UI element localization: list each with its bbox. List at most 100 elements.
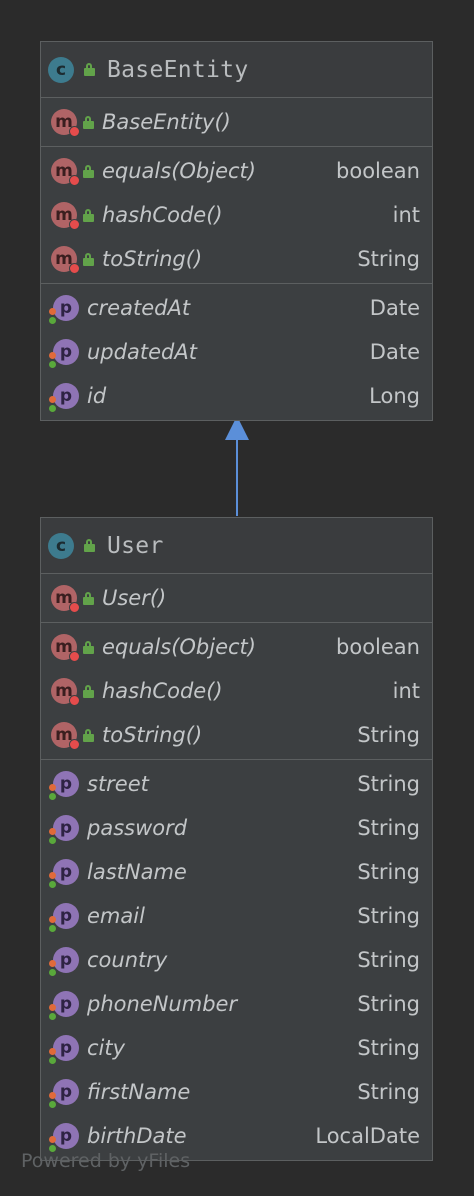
lock-icon: [83, 208, 94, 222]
method-return-type: int: [392, 203, 420, 227]
field-name: email: [87, 904, 145, 928]
field-name: lastName: [87, 860, 187, 884]
method-row[interactable]: m toString() String: [41, 237, 432, 281]
field-type: String: [357, 992, 420, 1016]
method-row[interactable]: m hashCode() int: [41, 193, 432, 237]
field-name: updatedAt: [87, 340, 197, 364]
field-name: birthDate: [87, 1124, 187, 1148]
field-type: String: [357, 816, 420, 840]
lock-icon: [83, 640, 94, 654]
field-type: Long: [369, 384, 420, 408]
lock-icon: [83, 684, 94, 698]
fields-section: p createdAt Date p updatedAt Date p id L…: [41, 284, 432, 420]
field-modifier-icon: [49, 1136, 57, 1154]
field-type: String: [357, 948, 420, 972]
method-icon: m: [51, 585, 80, 613]
constructor-name: BaseEntity(): [102, 110, 231, 134]
method-name: toString(): [102, 723, 203, 747]
field-name: createdAt: [87, 296, 191, 320]
field-row[interactable]: p lastName String: [41, 850, 432, 894]
class-box-baseentity[interactable]: c BaseEntity m BaseEntity() m equals(Obj…: [40, 41, 433, 421]
watermark: Powered by yFiles: [21, 1150, 191, 1172]
property-icon: p: [53, 1035, 79, 1061]
field-modifier-icon: [49, 1048, 57, 1066]
field-row[interactable]: p birthDate LocalDate: [41, 1114, 432, 1158]
fields-section: p street String p password String p last…: [41, 760, 432, 1160]
property-icon: p: [53, 947, 79, 973]
method-icon: m: [51, 109, 80, 137]
method-return-type: boolean: [336, 635, 420, 659]
field-name: phoneNumber: [87, 992, 238, 1016]
constructor-row[interactable]: m User(): [41, 576, 432, 620]
constructor-name: User(): [102, 586, 167, 610]
field-type: String: [357, 1080, 420, 1104]
class-header[interactable]: c BaseEntity: [41, 42, 432, 98]
lock-icon: [83, 164, 94, 178]
class-name: User: [107, 532, 164, 559]
method-return-type: String: [357, 247, 420, 271]
arrow-head-icon: [225, 416, 249, 440]
method-icon: m: [51, 634, 80, 662]
property-icon: p: [53, 815, 79, 841]
constructors-section: m User(): [41, 574, 432, 623]
property-icon: p: [53, 1123, 79, 1149]
field-row[interactable]: p firstName String: [41, 1070, 432, 1114]
methods-section: m equals(Object) boolean m hashCode() in…: [41, 623, 432, 760]
field-name: id: [87, 384, 107, 408]
method-icon: m: [51, 158, 80, 186]
property-icon: p: [53, 771, 79, 797]
field-type: String: [357, 772, 420, 796]
lock-icon: [84, 539, 95, 552]
field-modifier-icon: [49, 308, 57, 326]
field-row[interactable]: p updatedAt Date: [41, 330, 432, 374]
method-icon: m: [51, 678, 80, 706]
property-icon: p: [53, 1079, 79, 1105]
field-name: city: [87, 1036, 126, 1060]
field-modifier-icon: [49, 396, 57, 414]
method-icon: m: [51, 722, 80, 750]
class-box-user[interactable]: c User m User() m equals(Object) boolean…: [40, 517, 433, 1161]
field-modifier-icon: [49, 1092, 57, 1110]
field-name: street: [87, 772, 149, 796]
field-row[interactable]: p email String: [41, 894, 432, 938]
lock-icon: [83, 115, 94, 129]
field-type: Date: [369, 340, 420, 364]
field-row[interactable]: p country String: [41, 938, 432, 982]
property-icon: p: [53, 295, 79, 321]
field-row[interactable]: p password String: [41, 806, 432, 850]
field-row[interactable]: p street String: [41, 762, 432, 806]
method-name: hashCode(): [102, 679, 223, 703]
method-row[interactable]: m hashCode() int: [41, 669, 432, 713]
field-name: firstName: [87, 1080, 191, 1104]
property-icon: p: [53, 859, 79, 885]
class-header[interactable]: c User: [41, 518, 432, 574]
constructor-row[interactable]: m BaseEntity(): [41, 100, 432, 144]
lock-icon: [83, 252, 94, 266]
field-row[interactable]: p city String: [41, 1026, 432, 1070]
method-row[interactable]: m toString() String: [41, 713, 432, 757]
method-name: toString(): [102, 247, 203, 271]
field-type: String: [357, 904, 420, 928]
field-row[interactable]: p phoneNumber String: [41, 982, 432, 1026]
methods-section: m equals(Object) boolean m hashCode() in…: [41, 147, 432, 284]
property-icon: p: [53, 383, 79, 409]
field-row[interactable]: p createdAt Date: [41, 286, 432, 330]
lock-icon: [84, 63, 95, 76]
field-row[interactable]: p id Long: [41, 374, 432, 418]
method-row[interactable]: m equals(Object) boolean: [41, 625, 432, 669]
class-icon: c: [48, 532, 74, 559]
lock-icon: [83, 728, 94, 742]
class-name: BaseEntity: [107, 56, 249, 83]
field-modifier-icon: [49, 960, 57, 978]
field-modifier-icon: [49, 352, 57, 370]
method-row[interactable]: m equals(Object) boolean: [41, 149, 432, 193]
field-modifier-icon: [49, 828, 57, 846]
method-name: hashCode(): [102, 203, 223, 227]
method-name: equals(Object): [102, 159, 256, 183]
method-return-type: String: [357, 723, 420, 747]
field-modifier-icon: [49, 916, 57, 934]
method-return-type: int: [392, 679, 420, 703]
field-modifier-icon: [49, 872, 57, 890]
method-icon: m: [51, 246, 80, 274]
field-type: String: [357, 860, 420, 884]
